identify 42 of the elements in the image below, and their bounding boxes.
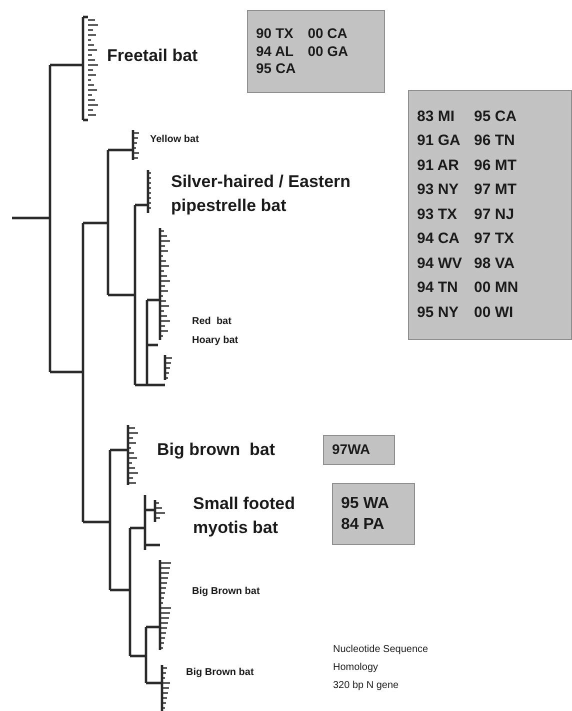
sample-code: 95 CA bbox=[474, 106, 518, 127]
sample-code: 98 VA bbox=[474, 254, 516, 274]
sample-box bbox=[408, 90, 572, 340]
sample-code: 93 TX bbox=[417, 204, 458, 225]
taxon-label: Freetail bat bbox=[107, 46, 198, 66]
sample-code: 97 NJ bbox=[474, 204, 516, 225]
sample-code: 00 WI bbox=[474, 302, 514, 323]
sample-code: 83 MI bbox=[417, 106, 456, 127]
sample-code: 90 TX bbox=[256, 25, 294, 43]
taxon-label: Yellow bat bbox=[150, 134, 199, 146]
taxon-label: Red bat bbox=[192, 316, 232, 328]
sample-box bbox=[323, 435, 395, 465]
sample-code: 00 GA bbox=[308, 42, 348, 60]
sample-code: 94 AL bbox=[256, 42, 295, 60]
sample-code: 94 WV bbox=[417, 254, 462, 274]
sample-code: 94 TN bbox=[417, 278, 459, 298]
sample-code: 96 MT bbox=[474, 156, 518, 176]
note-text: Homology bbox=[333, 662, 378, 674]
sample-code: 00 CA bbox=[308, 25, 348, 43]
sample-code: 84 PA bbox=[341, 515, 386, 535]
sample-code: 97 MT bbox=[474, 180, 518, 200]
sample-code: 94 CA bbox=[417, 229, 461, 250]
sample-code: 93 NY bbox=[417, 180, 460, 200]
taxon-label: Small footed myotis bat bbox=[193, 493, 296, 539]
sample-code: 97WA bbox=[332, 441, 370, 459]
sample-code: 00 MN bbox=[474, 278, 518, 298]
taxon-label: Silver-haired / Eastern pipestrelle bat bbox=[171, 171, 352, 217]
sample-code: 95 WA bbox=[341, 494, 390, 514]
sample-code: 97 TX bbox=[474, 229, 516, 250]
taxon-label: Big Brown bat bbox=[186, 667, 254, 679]
sample-code: 91 AR bbox=[417, 156, 460, 176]
taxon-label: Hoary bat bbox=[192, 335, 238, 347]
sample-code: 95 NY bbox=[417, 302, 460, 323]
note-text: 320 bp N gene bbox=[333, 680, 399, 692]
sample-code: 91 GA bbox=[417, 131, 462, 152]
sample-code: 96 TN bbox=[474, 131, 516, 152]
note-text: Nucleotide Sequence bbox=[333, 644, 428, 656]
sample-box bbox=[247, 10, 385, 93]
taxon-label: Big brown bat bbox=[157, 440, 276, 460]
taxon-label: Big Brown bat bbox=[192, 586, 260, 598]
sample-code: 95 CA bbox=[256, 60, 296, 78]
sample-box bbox=[332, 483, 415, 545]
